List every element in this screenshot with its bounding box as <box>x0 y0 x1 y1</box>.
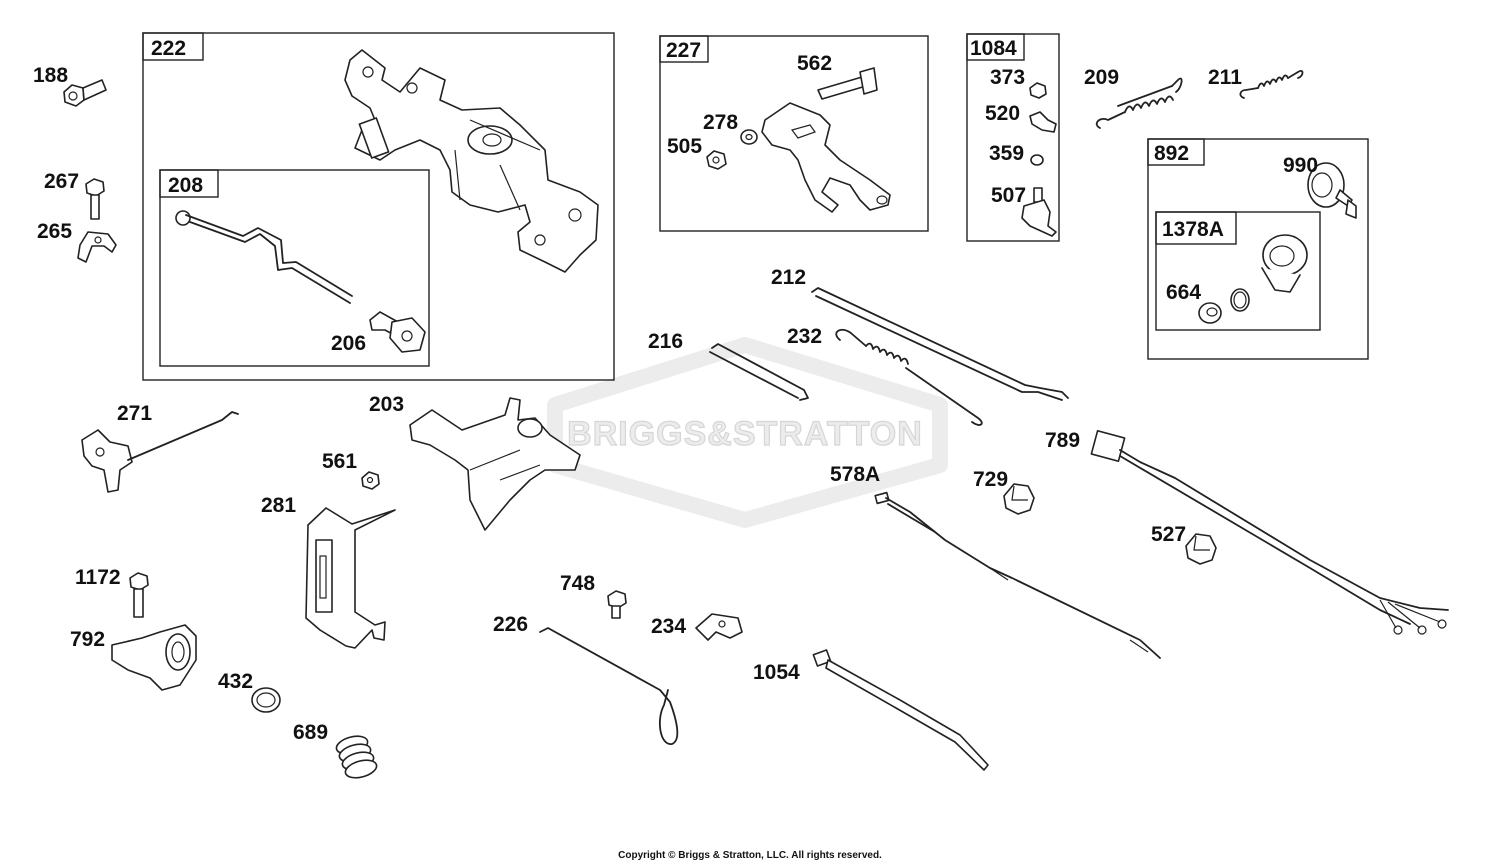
nut-505-icon[interactable] <box>706 150 727 170</box>
callout-792[interactable]: 792 <box>70 628 105 651</box>
callout-527[interactable]: 527 <box>1151 523 1186 546</box>
cable-578A-icon[interactable] <box>874 491 1161 659</box>
control-cable-271-icon[interactable] <box>81 411 239 493</box>
callout-505[interactable]: 505 <box>667 135 702 158</box>
rod-216-icon[interactable] <box>709 343 809 401</box>
callout-520[interactable]: 520 <box>985 102 1020 125</box>
clip-520-icon[interactable] <box>1029 111 1057 133</box>
callout-664[interactable]: 664 <box>1166 281 1201 304</box>
clip-234-icon[interactable] <box>695 613 743 641</box>
cable-tie-1054-icon[interactable] <box>812 649 989 771</box>
callout-990[interactable]: 990 <box>1283 154 1318 177</box>
callout-748[interactable]: 748 <box>560 572 595 595</box>
callout-209[interactable]: 209 <box>1084 66 1119 89</box>
group-892[interactable]: 892 <box>1147 138 1369 360</box>
callout-729[interactable]: 729 <box>973 468 1008 491</box>
key-switch-990-icon[interactable] <box>1307 162 1357 219</box>
bracket-227-icon[interactable] <box>761 102 891 213</box>
callout-265[interactable]: 265 <box>37 220 72 243</box>
group-1378A[interactable]: 1378A <box>1155 211 1321 331</box>
group-label-208: 208 <box>168 174 203 197</box>
ring-432-icon[interactable] <box>251 687 281 713</box>
callout-562[interactable]: 562 <box>797 52 832 75</box>
switch-507-icon[interactable] <box>1021 187 1057 237</box>
callout-281[interactable]: 281 <box>261 494 296 517</box>
washer-1378A-icon[interactable] <box>1230 288 1250 312</box>
nut-664-icon[interactable] <box>1198 302 1222 324</box>
callout-373[interactable]: 373 <box>990 66 1025 89</box>
callout-432[interactable]: 432 <box>218 670 253 693</box>
spring-689-icon[interactable] <box>334 733 378 781</box>
callout-278[interactable]: 278 <box>703 111 738 134</box>
nut-561-icon[interactable] <box>361 471 380 490</box>
ignition-switch-1378A-icon[interactable] <box>1261 234 1308 293</box>
group-222[interactable]: 222 <box>142 32 615 381</box>
group-label-1084: 1084 <box>970 37 1017 60</box>
bolt-188-icon[interactable] <box>63 79 107 107</box>
callout-1172[interactable]: 1172 <box>75 566 121 589</box>
governor-rod-208-icon[interactable] <box>175 210 353 304</box>
callout-211[interactable]: 211 <box>1208 66 1242 89</box>
group-label-892: 892 <box>1154 142 1189 165</box>
control-bracket-222-icon[interactable] <box>344 49 599 273</box>
callout-232[interactable]: 232 <box>787 325 822 348</box>
group-1084[interactable]: 1084 <box>966 33 1060 242</box>
spring-232-icon[interactable] <box>835 328 983 426</box>
watermark-text: BRIGGS&STRATTON <box>567 415 923 453</box>
callout-267[interactable]: 267 <box>44 170 79 193</box>
callout-226[interactable]: 226 <box>493 613 528 636</box>
washer-278-icon[interactable] <box>740 129 758 145</box>
callout-561[interactable]: 561 <box>322 450 357 473</box>
bracket-203-icon[interactable] <box>409 397 581 531</box>
group-label-227: 227 <box>666 39 701 62</box>
group-label-222: 222 <box>151 37 186 60</box>
callout-labels: 188 267 265 206 562 278 505 373 520 359 … <box>33 52 1318 744</box>
rod-212-icon[interactable] <box>811 287 1069 401</box>
callout-578A[interactable]: 578A <box>830 463 880 486</box>
screw-267-icon[interactable] <box>85 178 105 220</box>
callout-689[interactable]: 689 <box>293 721 328 744</box>
callout-789[interactable]: 789 <box>1045 429 1080 452</box>
group-227[interactable]: 227 <box>659 35 929 232</box>
callout-212[interactable]: 212 <box>771 266 806 289</box>
harness-789-icon[interactable] <box>1090 429 1449 635</box>
callout-271[interactable]: 271 <box>117 402 152 425</box>
spring-211-icon[interactable] <box>1239 70 1304 99</box>
callout-234[interactable]: 234 <box>651 615 686 638</box>
callout-206[interactable]: 206 <box>331 332 366 355</box>
clip-527-icon[interactable] <box>1185 533 1217 565</box>
spring-209-icon[interactable] <box>1095 77 1183 129</box>
callout-216[interactable]: 216 <box>648 330 683 353</box>
clip-265-icon[interactable] <box>77 231 117 263</box>
callout-188[interactable]: 188 <box>33 64 68 87</box>
callout-203[interactable]: 203 <box>369 393 404 416</box>
rod-226-icon[interactable] <box>539 627 679 745</box>
nut-373-icon[interactable] <box>1029 82 1047 99</box>
callout-507[interactable]: 507 <box>991 184 1026 207</box>
clip-729-icon[interactable] <box>1003 483 1035 515</box>
knob-206-icon[interactable] <box>369 311 426 353</box>
bracket-281-icon[interactable] <box>305 507 396 649</box>
callout-359[interactable]: 359 <box>989 142 1024 165</box>
callout-1054[interactable]: 1054 <box>753 661 800 684</box>
group-label-1378A: 1378A <box>1162 218 1224 241</box>
washer-359-icon[interactable] <box>1030 154 1044 166</box>
pin-562-icon[interactable] <box>817 67 878 100</box>
screw-748-icon[interactable] <box>607 590 627 619</box>
bolt-1172-icon[interactable] <box>129 572 149 618</box>
bracket-792-icon[interactable] <box>111 624 197 691</box>
copyright-notice: Copyright © Briggs & Stratton, LLC. All … <box>618 850 882 861</box>
group-208[interactable]: 208 <box>159 169 430 367</box>
